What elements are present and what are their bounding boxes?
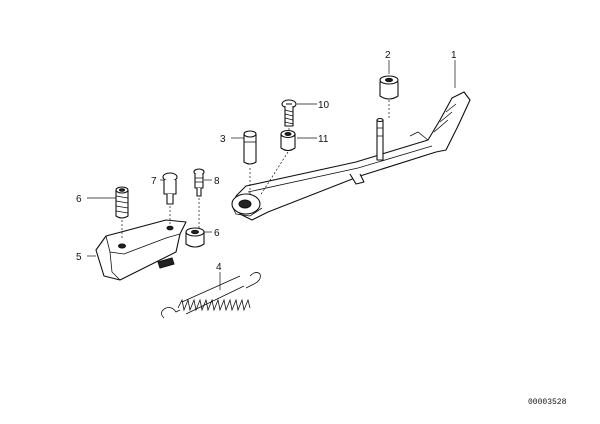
side-stand <box>231 91 471 221</box>
screw <box>281 99 297 127</box>
callout-3: 3 <box>220 134 226 145</box>
callout-6-left: 6 <box>76 194 82 205</box>
callout-11: 11 <box>318 134 329 145</box>
callout-6-right: 6 <box>214 228 220 239</box>
document-number: 00003528 <box>528 398 567 407</box>
callout-labels: 1 2 3 10 11 6 7 8 6 5 4 <box>76 50 457 273</box>
callout-1: 1 <box>451 50 457 61</box>
nut <box>185 227 205 248</box>
pivot-pin <box>243 130 257 165</box>
threaded-sleeve <box>115 186 129 219</box>
bolt <box>162 172 178 205</box>
tension-spring <box>161 272 261 319</box>
callout-10: 10 <box>318 100 330 111</box>
rubber-bumper <box>376 75 399 161</box>
callout-7: 7 <box>151 176 157 187</box>
callout-4: 4 <box>216 262 222 273</box>
callout-5: 5 <box>76 252 82 263</box>
small-bolt <box>193 168 205 197</box>
mounting-bracket <box>95 219 187 281</box>
callout-2: 2 <box>385 50 391 61</box>
leader-lines <box>87 60 456 290</box>
bushing <box>280 129 296 152</box>
callout-8-top: 8 <box>214 176 220 187</box>
